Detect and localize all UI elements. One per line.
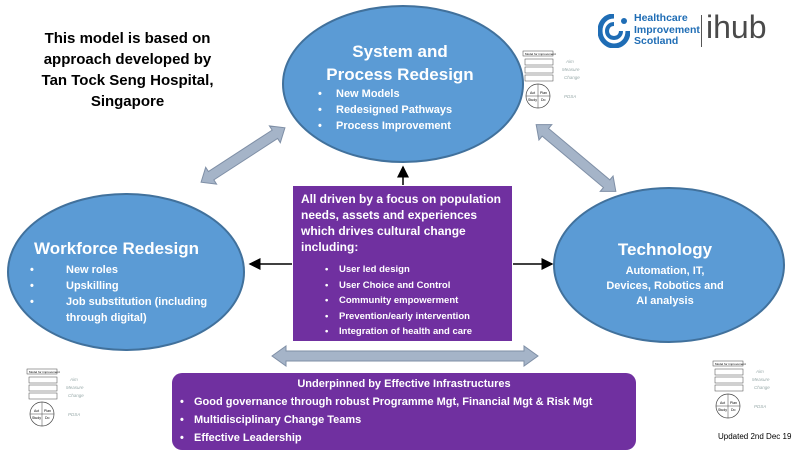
list-item: Integration of health and care xyxy=(325,324,472,340)
list-item: New Models xyxy=(318,86,452,102)
mini-header: Model for improvement xyxy=(715,362,746,366)
right-ellipse-title: Technology xyxy=(617,240,713,259)
center-list: User led design User Choice and Control … xyxy=(325,262,472,340)
logo-line: Improvement xyxy=(634,23,700,36)
mini-change: Change xyxy=(754,385,770,390)
mini-study: Study xyxy=(718,408,727,412)
infrastructure-list: Good governance through robust Programme… xyxy=(180,393,592,447)
double-arrow-bottom xyxy=(271,345,539,367)
model-for-improvement-thumbnail: Model for improvement Aim Measure Change… xyxy=(522,50,580,109)
mini-header: Model for improvement xyxy=(525,52,556,56)
his-ihub-logo: Healthcare Improvement Scotland ihub xyxy=(598,9,783,52)
mini-act: Act xyxy=(34,409,39,413)
mini-study: Study xyxy=(528,98,537,102)
mini-act: Act xyxy=(530,91,535,95)
mini-pdsa: PDSA xyxy=(564,94,576,99)
mini-do: Do xyxy=(731,408,736,412)
title-line: Process Redesign xyxy=(326,65,474,84)
mini-pdsa: PDSA xyxy=(754,404,766,409)
mini-measure: Measure xyxy=(562,67,580,72)
list-item: New roles xyxy=(48,262,246,278)
center-focus-box: All driven by a focus on population need… xyxy=(293,186,512,341)
mini-do: Do xyxy=(45,416,50,420)
logo-divider xyxy=(701,15,702,47)
note-line: Singapore xyxy=(90,93,165,110)
mini-act: Act xyxy=(720,401,725,405)
logo-ihub: ihub xyxy=(706,9,767,45)
mini-measure: Measure xyxy=(66,385,84,390)
mini-study: Study xyxy=(32,416,41,420)
mini-aim: Aim xyxy=(755,369,764,374)
right-ellipse xyxy=(553,187,785,343)
list-item: Effective Leadership xyxy=(180,429,592,447)
mini-plan: Plan xyxy=(730,401,737,405)
logo-line: Healthcare xyxy=(634,12,688,24)
note-line: Tan Tock Seng Hospital, xyxy=(41,72,214,89)
title-line: System and xyxy=(352,42,448,61)
text-line: Devices, Robotics and xyxy=(606,280,724,292)
mini-change: Change xyxy=(564,75,580,80)
list-item: Process Improvement xyxy=(318,118,452,134)
model-for-improvement-thumbnail: Model for improvement Aim Measure Change… xyxy=(26,368,84,427)
note-line: approach developed by xyxy=(43,51,212,68)
mini-aim: Aim xyxy=(69,377,78,382)
list-item: Upskilling xyxy=(48,278,246,294)
infrastructure-box: Underpinned by Effective Infrastructures… xyxy=(172,373,636,450)
mini-measure: Measure xyxy=(752,377,770,382)
list-item: Job substitution (including through digi… xyxy=(48,294,246,326)
mini-aim: Aim xyxy=(565,59,574,64)
list-item: User Choice and Control xyxy=(325,278,472,294)
mini-plan: Plan xyxy=(44,409,51,413)
infrastructure-title: Underpinned by Effective Infrastructures xyxy=(297,378,511,390)
double-arrow-right xyxy=(535,124,617,192)
mini-do: Do xyxy=(541,98,546,102)
left-ellipse-title: Workforce Redesign xyxy=(34,239,200,258)
list-item: User led design xyxy=(325,262,472,278)
text-line: AI analysis xyxy=(636,295,694,307)
mini-pdsa: PDSA xyxy=(68,412,80,417)
mini-change: Change xyxy=(68,393,84,398)
right-ellipse-text: Automation, IT, Devices, Robotics and AI… xyxy=(575,264,755,309)
list-item: Multidisciplinary Change Teams xyxy=(180,411,592,429)
logo-line: Scotland xyxy=(634,35,679,47)
top-ellipse-title: System and Process Redesign xyxy=(300,40,500,86)
text-line: Automation, IT, xyxy=(625,265,705,277)
mini-plan: Plan xyxy=(540,91,547,95)
list-item: Community empowerment xyxy=(325,293,472,309)
mini-header: Model for improvement xyxy=(29,370,60,374)
logo-mark-icon xyxy=(598,14,630,48)
top-ellipse-list: New Models Redesigned Pathways Process I… xyxy=(318,86,452,134)
list-item: Redesigned Pathways xyxy=(318,102,452,118)
list-item: Prevention/early intervention xyxy=(325,309,472,325)
center-intro: All driven by a focus on population need… xyxy=(301,192,502,254)
left-ellipse-list: New roles Upskilling Job substitution (i… xyxy=(48,262,246,326)
list-item: Good governance through robust Programme… xyxy=(180,393,592,411)
updated-date: Updated 2nd Dec 19 xyxy=(718,432,792,441)
double-arrow-left xyxy=(200,125,286,185)
note-line: This model is based on xyxy=(44,30,211,47)
model-for-improvement-thumbnail: Model for improvement Aim Measure Change… xyxy=(712,360,770,419)
model-source-note: This model is based on approach develope… xyxy=(20,28,235,112)
logo-text: Healthcare Improvement Scotland xyxy=(634,12,700,48)
